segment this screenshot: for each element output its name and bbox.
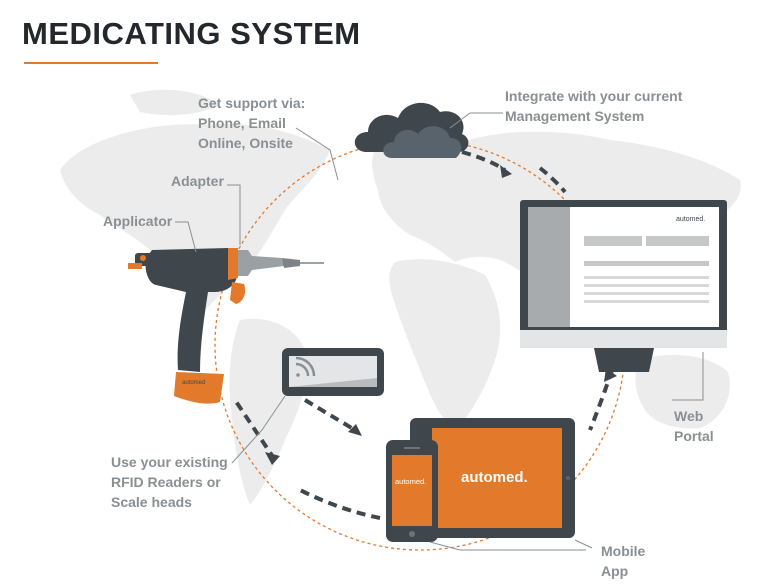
- mobile-app-label: Mobile App: [601, 541, 645, 581]
- rfid-label: Use your existing RFID Readers or Scale …: [111, 452, 228, 512]
- leader-lines: [175, 112, 704, 551]
- monitor-icon: [520, 200, 727, 372]
- applicator-icon: [128, 248, 246, 404]
- integrate-line-1: Integrate with your current: [505, 88, 683, 104]
- web-portal-label: Web Portal: [674, 406, 714, 446]
- mobile-app-line-1: Mobile: [601, 543, 646, 559]
- applicator-logo: automed: [182, 380, 205, 386]
- support-line-3: Online, Onsite: [198, 135, 293, 151]
- phone-icon: [386, 440, 438, 542]
- integrate-line-2: Management System: [505, 108, 645, 124]
- title-underline: [24, 62, 158, 64]
- rfid-reader-icon: [282, 348, 384, 396]
- support-line-2: Phone, Email: [198, 115, 286, 131]
- adapter-icon: [228, 248, 324, 280]
- integrate-label: Integrate with your current Management S…: [505, 86, 682, 126]
- web-portal-line-2: Portal: [674, 428, 714, 444]
- support-label: Get support via: Phone, Email Online, On…: [198, 93, 305, 153]
- mobile-app-line-2: App: [601, 563, 629, 579]
- web-portal-line-1: Web: [674, 408, 704, 424]
- tablet-logo: automed.: [461, 469, 528, 486]
- phone-logo: automed.: [395, 477, 426, 486]
- cloud-icon: [354, 102, 469, 158]
- wireless-icon: [295, 356, 316, 377]
- support-line-1: Get support via:: [198, 95, 306, 111]
- adapter-label: Adapter: [171, 173, 224, 189]
- rfid-line-1: Use your existing: [111, 454, 228, 470]
- tablet-icon: [410, 418, 575, 538]
- page-title: MEDICATING SYSTEM: [22, 16, 361, 51]
- monitor-logo: automed.: [676, 216, 705, 223]
- applicator-label: Applicator: [103, 213, 173, 229]
- rfid-line-2: RFID Readers or: [111, 474, 221, 490]
- rfid-line-3: Scale heads: [111, 494, 192, 510]
